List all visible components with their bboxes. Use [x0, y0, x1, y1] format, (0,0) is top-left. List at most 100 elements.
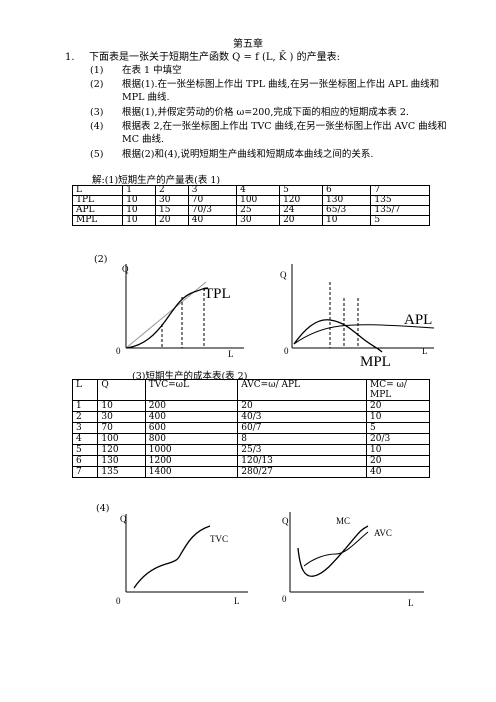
table-cell: 60/7 [237, 422, 367, 434]
table-cell: 10 [322, 215, 372, 226]
table-cell: 6 [71, 455, 99, 467]
part4-label: (4) [96, 503, 110, 514]
x-label: L [228, 349, 234, 359]
x-label: L [422, 346, 428, 356]
table-cell: 5 [71, 444, 99, 456]
tp-graph: Q 0 L TPL [116, 264, 244, 359]
table-cell: 1 [122, 185, 156, 196]
y-label: Q [280, 270, 287, 280]
table-cell: 20 [366, 455, 430, 467]
origin-label: 0 [282, 594, 287, 604]
tvc-label: TVC [210, 534, 228, 544]
origin-label: 0 [116, 346, 121, 356]
ap-label: APL [404, 312, 432, 328]
table1-caption: 解:(1)短期生产的产量表(表 1) [92, 175, 221, 186]
table-cell: MPL [71, 215, 124, 226]
table-cell: 800 [144, 433, 239, 445]
table-cell: TPL [71, 195, 124, 206]
ap-mp-graph: Q 0 L APL MPL [280, 264, 435, 370]
y-label: Q [120, 514, 127, 524]
table-cell: 10 [366, 411, 430, 423]
table-cell: 100 [97, 433, 146, 445]
table-cell: 8 [237, 433, 367, 445]
x-label: L [234, 596, 240, 606]
table-cell: 135/7 [370, 205, 430, 216]
table-cell: 70 [187, 195, 238, 206]
origin-label: 0 [284, 346, 289, 356]
table-cell: 25/3 [237, 444, 367, 456]
table-cell: 200 [144, 400, 239, 412]
tp-curve [125, 287, 209, 349]
table-cell: 2 [154, 185, 189, 196]
mc-curve [297, 525, 369, 577]
table-cell: 600 [144, 422, 239, 434]
table-cell: 30 [154, 195, 189, 206]
chapter-title: 第五章 [233, 39, 263, 50]
table-cell: 400 [144, 411, 239, 423]
table-cell: 65/3 [322, 205, 372, 216]
table-cell: 135 [97, 466, 146, 478]
table-cell: 20 [366, 400, 430, 412]
table-cell: 40 [187, 215, 238, 226]
table-cell: 30 [236, 215, 281, 226]
avc-curve [303, 531, 369, 567]
table-cell: 10 [122, 195, 156, 206]
mc-avc-graph: Q 0 L MC AVC [282, 512, 424, 608]
origin-label: 0 [116, 596, 121, 606]
table-cell: 120 [97, 444, 146, 456]
table-cell: 20 [154, 215, 189, 226]
avc-label: AVC [374, 528, 392, 538]
x-label: L [408, 598, 414, 608]
table-cell: 1400 [144, 466, 239, 478]
table-cell: 5 [279, 185, 324, 196]
table-cell: 120 [279, 195, 324, 206]
table-cell: 120/13 [237, 455, 367, 467]
table-cell: 6 [322, 185, 372, 196]
table-cell: 1 [71, 400, 99, 412]
table-cell: 25 [236, 205, 281, 216]
table-cell: 40 [366, 466, 430, 478]
table-cell: 2 [71, 411, 99, 423]
table-cell: 20 [279, 215, 324, 226]
table-cell: 70 [97, 422, 146, 434]
question-number: 1. [65, 52, 75, 63]
table-cell: 5 [370, 215, 430, 226]
table-cell: 10 [122, 215, 156, 226]
table-cell: 24 [279, 205, 324, 216]
table-cell: 1200 [144, 455, 239, 467]
table-cell: APL [71, 205, 124, 216]
column-header: MC= ω/ MPL [366, 379, 430, 401]
column-header: AVC=ω/ APL [237, 379, 367, 401]
table-cell: 3 [71, 422, 99, 434]
tvc-curve [133, 525, 211, 589]
table-header-row: L Q TVC=ωL AVC=ω/ APL MC= ω/ MPL [71, 379, 430, 401]
table-cell: L [71, 185, 124, 196]
mp-curve [293, 319, 383, 353]
table-cell: 20/3 [366, 433, 430, 445]
table2-caption: (3)短期生产的成本表(表 2) [132, 371, 248, 382]
table-cell: 100 [236, 195, 281, 206]
table-cell: 10 [122, 205, 156, 216]
table-cell: 20 [237, 400, 367, 412]
table-cell: 10 [97, 400, 146, 412]
table-cell: 130 [97, 455, 146, 467]
tp-label: TPL [204, 286, 231, 302]
question-text: 下面表是一张关于短期生产函数 Q = f (L, K̄ ) 的产量表: [89, 52, 340, 63]
y-label: Q [122, 264, 129, 274]
ap-curve [293, 324, 435, 345]
table-cell: 130 [322, 195, 372, 206]
table-cell: 7 [71, 466, 99, 478]
column-header: Q [97, 379, 146, 401]
table-cell: 4 [71, 433, 99, 445]
column-header: L [71, 379, 99, 401]
